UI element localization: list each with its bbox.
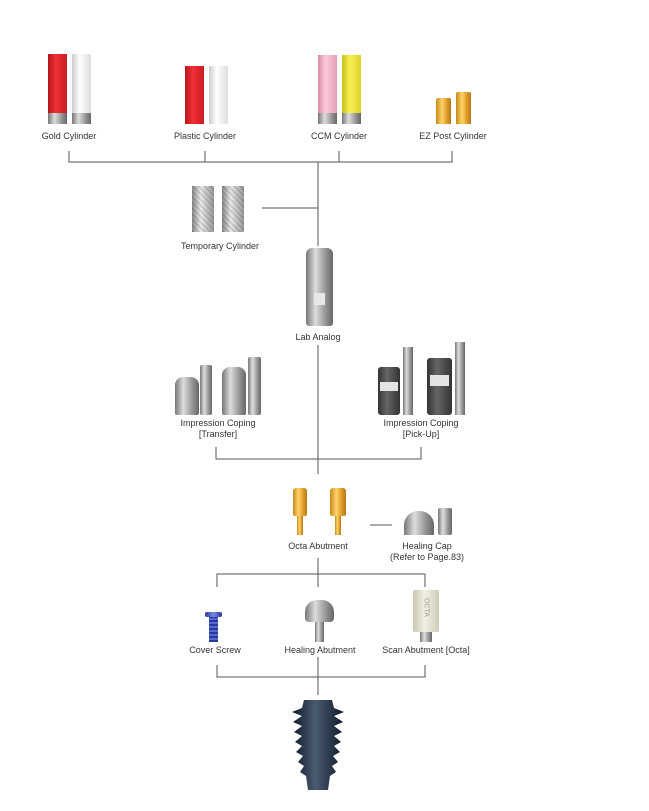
plastic-cylinder-label: Plastic Cylinder — [173, 131, 237, 141]
octa-abutment-label: Octa Abutment — [288, 541, 348, 551]
healing-abutment-image — [305, 600, 334, 642]
implant-image — [292, 700, 344, 790]
temporary-cylinder-image — [192, 186, 246, 232]
healing-cap-image — [404, 508, 456, 535]
ccm-cylinder-label: CCM Cylinder — [310, 131, 367, 141]
ez-post-cylinder-label: EZ Post Cylinder — [419, 131, 487, 141]
scan-abutment-label: Scan Abutment [Octa] — [382, 645, 470, 655]
plastic-cylinder-image — [185, 66, 229, 124]
scan-abutment-image: OCTA — [413, 590, 439, 642]
impression-coping-pickup-image — [378, 342, 466, 415]
cover-screw-image — [205, 612, 222, 642]
impression-coping-pickup-sublabel: [Pick-Up] — [402, 429, 440, 439]
healing-abutment-label: Healing Abutment — [284, 645, 356, 655]
temporary-cylinder-label: Temporary Cylinder — [180, 241, 260, 251]
healing-cap-sublabel: (Refer to Page.83) — [389, 552, 465, 562]
impression-coping-transfer-image — [175, 357, 263, 415]
lab-analog-image — [306, 248, 333, 326]
octa-abutment-image — [290, 488, 348, 535]
ez-post-cylinder-image — [436, 92, 472, 124]
gold-cylinder-image — [48, 54, 92, 124]
lab-analog-label: Lab Analog — [295, 332, 341, 342]
gold-cylinder-label: Gold Cylinder — [41, 131, 97, 141]
healing-cap-label: Healing Cap — [402, 541, 452, 551]
scan-abutment-engraving: OCTA — [422, 598, 430, 617]
impression-coping-pickup-label: Impression Coping — [383, 418, 459, 428]
impression-coping-transfer-sublabel: [Transfer] — [198, 429, 238, 439]
ccm-cylinder-image — [318, 55, 362, 124]
cover-screw-label: Cover Screw — [189, 645, 241, 655]
impression-coping-transfer-label: Impression Coping — [180, 418, 256, 428]
